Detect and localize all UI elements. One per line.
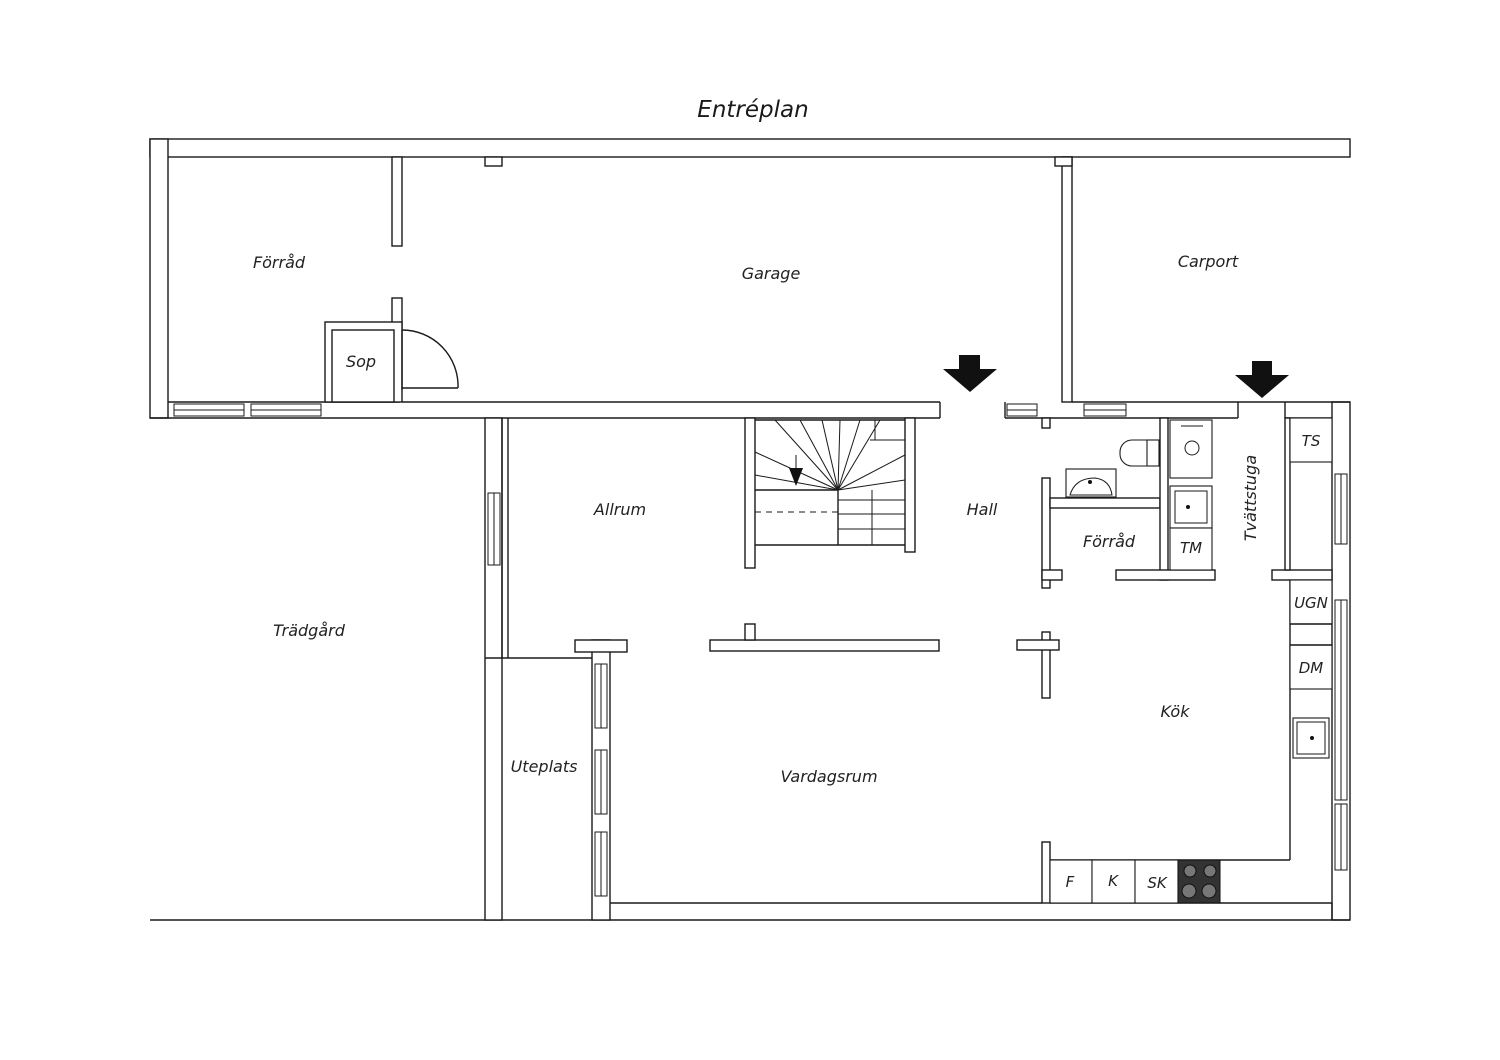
shower-icon (1169, 419, 1213, 479)
dm-box (1289, 644, 1333, 690)
appliance-label-tm: TM (1180, 539, 1202, 557)
door-swing-icon (401, 329, 459, 390)
plan-title: Entréplan (697, 97, 808, 123)
room-label-sop: Sop (346, 352, 376, 371)
interior-walls (709, 417, 1333, 904)
room-label-vardagsrum: Vardagsrum (780, 767, 877, 786)
k-box (1091, 859, 1136, 904)
room-label-forrad-small: Förråd (1083, 532, 1136, 551)
room-label-tradgard: Trädgård (273, 621, 346, 640)
room-label-hall: Hall (967, 500, 998, 519)
sk-box (1134, 859, 1179, 904)
room-label-garage: Garage (742, 264, 801, 283)
appliance-label-f: F (1066, 873, 1075, 891)
staircase (744, 417, 916, 569)
room-label-carport: Carport (1178, 252, 1239, 271)
ugn-box (1289, 579, 1333, 625)
tm-box (1169, 527, 1213, 571)
cooktop-icon (1177, 859, 1221, 904)
sink-icon (1169, 485, 1213, 529)
entrance-arrow-icon (1235, 361, 1289, 398)
appliance-label-sk: SK (1147, 874, 1168, 892)
room-label-allrum: Allrum (593, 500, 646, 519)
entrance-arrow-icon (943, 355, 997, 392)
room-label-kok: Kök (1161, 702, 1191, 721)
stair-direction-arrow-icon (789, 468, 803, 486)
appliance-label-k: K (1108, 872, 1119, 890)
appliance-label-dm: DM (1299, 659, 1324, 677)
sink-icon (1065, 468, 1117, 498)
sink-icon (1292, 717, 1330, 759)
appliance-label-ugn: UGN (1294, 594, 1328, 612)
room-label-forrad: Förråd (253, 253, 306, 272)
toilet-icon (1119, 439, 1161, 467)
f-box (1049, 859, 1093, 904)
room-label-tvattstuga: Tvättstuga (1241, 455, 1260, 541)
window-icon (173, 403, 1348, 897)
room-label-uteplats: Uteplats (511, 757, 578, 776)
appliance-label-ts: TS (1302, 432, 1321, 450)
ts-box (1289, 417, 1333, 463)
